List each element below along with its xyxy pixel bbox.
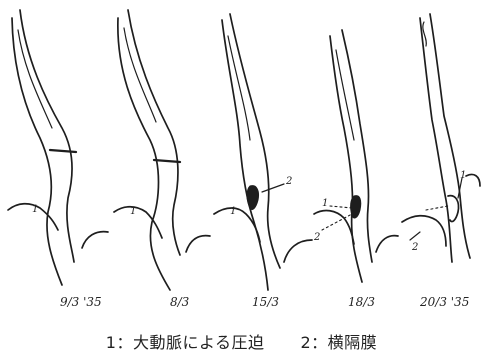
- panel-3-aortic-impression: [247, 186, 259, 210]
- panel-5-diaphragm-tick: [410, 232, 420, 240]
- panel-1-right-contour: [82, 232, 108, 248]
- panel-2-left-wall: [118, 18, 170, 290]
- panel-4-date: 18/3: [348, 295, 375, 309]
- panel-2: 1 8/3: [114, 10, 210, 309]
- panel-5: 1 2 20/3 '35: [402, 14, 480, 309]
- panel-4-pointer-1: [330, 206, 352, 208]
- panel-3: 1 2 15/3: [214, 14, 312, 309]
- panel-1-inner-line: [18, 30, 52, 128]
- panel-1-date: 9/3 '35: [60, 295, 102, 309]
- panel-1-aortic-band: [50, 150, 76, 152]
- panel-3-label-1: 1: [230, 206, 236, 217]
- panel-3-date: 15/3: [252, 295, 279, 309]
- panel-2-right-contour: [186, 236, 210, 252]
- panel-1-left-wall: [12, 18, 62, 285]
- panel-4-label-1: 1: [322, 198, 328, 209]
- panel-3-diaphragm-arc: [214, 208, 260, 242]
- panel-3-pointer-2: [262, 184, 284, 192]
- panel-5-right-contour: [466, 174, 480, 186]
- panel-5-label-1: 1: [460, 170, 466, 181]
- panel-4: 1 2 18/3: [313, 30, 398, 309]
- panel-5-pointer-2: [426, 206, 448, 210]
- panel-2-date: 8/3: [170, 295, 190, 309]
- legend: 1：大動脈による圧迫 2：横隔膜: [0, 329, 483, 355]
- panel-1-label-1: 1: [32, 204, 38, 215]
- panel-4-left-wall: [330, 36, 362, 282]
- panel-4-aortic-impression: [351, 196, 361, 218]
- panel-5-label-2: 2: [411, 242, 418, 253]
- panel-4-right-contour: [376, 236, 398, 252]
- panel-5-diaphragm-arc: [402, 216, 446, 246]
- panel-3-left-wall: [222, 20, 268, 290]
- esophagus-sketch-series: 1 9/3 '35 1 8/3 1 2 15/3: [0, 0, 483, 325]
- panel-2-inner-line: [124, 28, 156, 122]
- panel-5-date: 20/3 '35: [419, 295, 469, 309]
- panel-2-label-1: 1: [130, 206, 136, 217]
- panel-1: 1 9/3 '35: [8, 10, 108, 309]
- panel-2-aortic-band: [154, 160, 180, 162]
- legend-item-diaphragm: 2：横隔膜: [301, 329, 378, 355]
- panel-4-label-2: 2: [313, 232, 320, 243]
- panel-3-label-2: 2: [285, 176, 292, 187]
- legend-item-aortic-compression: 1：大動脈による圧迫: [106, 329, 265, 355]
- panel-3-right-contour: [284, 240, 312, 262]
- panel-5-aortic-bulge: [448, 196, 459, 222]
- panel-3-right-wall: [230, 14, 280, 268]
